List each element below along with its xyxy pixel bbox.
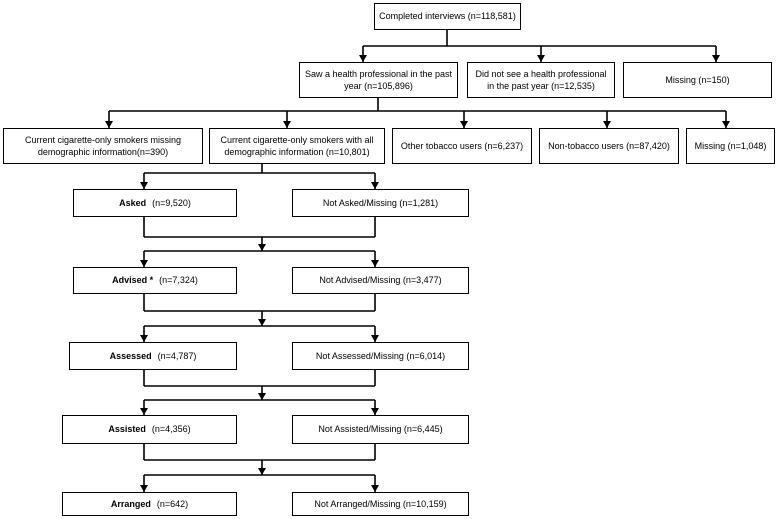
arrowhead-10: [258, 244, 266, 251]
assessed-count: (n=4,787): [157, 350, 197, 361]
advised-box: Advised * (n=7,324): [73, 267, 237, 294]
not-advised-box: Not Advised/Missing (n=3,477): [292, 267, 469, 294]
arrowhead-5: [460, 121, 468, 128]
advised-label: Advised *: [112, 275, 154, 286]
arrowhead-9: [371, 182, 379, 189]
arrowhead-0: [359, 55, 367, 62]
arrowhead-11: [140, 260, 148, 267]
arrowhead-19: [258, 468, 266, 475]
not-assisted-box: Not Assisted/Missing (n=6,445): [292, 415, 469, 444]
other-tobacco-users-box: Other tobacco users (n=6,237): [392, 128, 532, 164]
arrowhead-18: [371, 408, 379, 415]
current-smokers-missing-demographics-box: Current cigarette-only smokers missing d…: [3, 128, 203, 164]
arrowhead-21: [371, 485, 379, 492]
asked-box: Asked (n=9,520): [73, 189, 237, 217]
assisted-label: Assisted: [108, 424, 146, 435]
not-assessed-box: Not Assessed/Missing (n=6,014): [292, 342, 469, 370]
assisted-count: (n=4,356): [151, 424, 191, 435]
arrowhead-7: [722, 121, 730, 128]
arrowhead-12: [371, 260, 379, 267]
arrowhead-8: [140, 182, 148, 189]
completed-interviews-box: Completed interviews (n=118,581): [374, 3, 521, 30]
arrowhead-16: [258, 393, 266, 400]
arrowhead-1: [537, 55, 545, 62]
not-asked-box: Not Asked/Missing (n=1,281): [292, 189, 469, 217]
not-arranged-box: Not Arranged/Missing (n=10,159): [292, 492, 469, 516]
arranged-label: Arranged: [110, 498, 151, 509]
missing-top-box: Missing (n=150): [623, 62, 772, 98]
assessed-label: Assessed: [109, 350, 152, 361]
missing-mid-box: Missing (n=1,048): [686, 128, 775, 164]
current-smokers-all-demographics-box: Current cigarette-only smokers with all …: [209, 128, 385, 164]
assessed-box: Assessed (n=4,787): [69, 342, 237, 370]
arrowhead-6: [603, 121, 611, 128]
arrowhead-15: [371, 335, 379, 342]
arranged-box: Arranged (n=642): [62, 492, 237, 516]
arrowhead-17: [140, 408, 148, 415]
asked-label: Asked: [119, 197, 147, 208]
arrowhead-20: [140, 485, 148, 492]
saw-health-professional-box: Saw a health professional in the past ye…: [299, 62, 458, 98]
arranged-count: (n=642): [156, 498, 189, 509]
arrowhead-13: [258, 319, 266, 326]
advised-count: (n=7,324): [159, 275, 198, 286]
arrowhead-4: [283, 121, 291, 128]
arrowhead-2: [712, 55, 720, 62]
non-tobacco-users-box: Non-tobacco users (n=87,420): [539, 128, 679, 164]
arrowhead-14: [140, 335, 148, 342]
assisted-box: Assisted (n=4,356): [62, 415, 237, 444]
asked-count: (n=9,520): [152, 197, 191, 208]
did-not-see-health-professional-box: Did not see a health professional in the…: [467, 62, 615, 98]
arrowhead-3: [105, 121, 113, 128]
